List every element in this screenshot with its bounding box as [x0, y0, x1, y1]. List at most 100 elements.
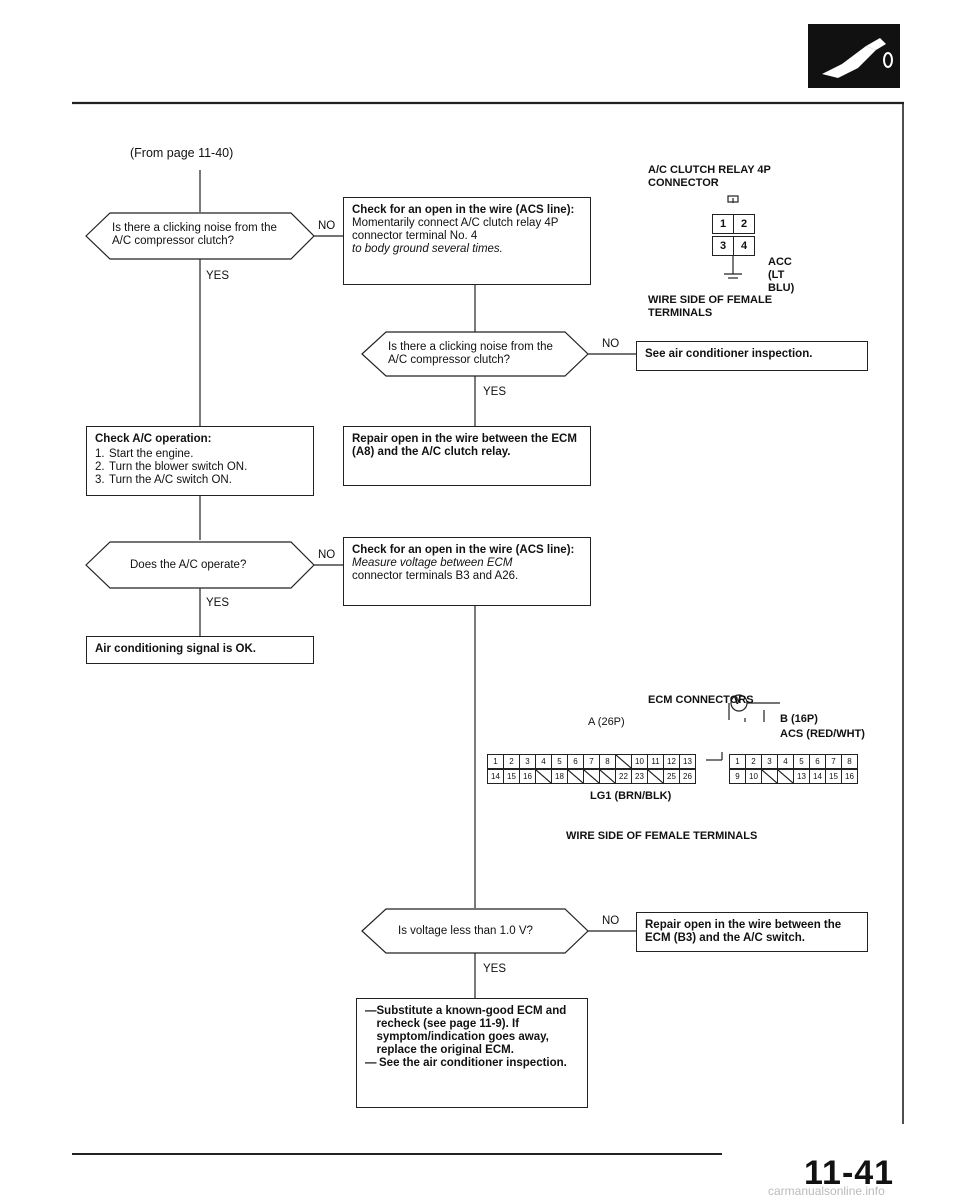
v-symbol: V [734, 696, 741, 707]
step-text: Air conditioning signal is OK. [95, 643, 257, 655]
yes-label-4: YES [483, 963, 507, 975]
step-heading: Check A/C operation: [95, 433, 212, 445]
no-label-3: NO [318, 549, 336, 561]
ecm-pin: 2 [503, 754, 520, 769]
step-item: —Substitute a known-good ECM and recheck… [365, 1005, 567, 1056]
no-label-1: NO [318, 220, 336, 232]
ecm-pin: 14 [809, 769, 826, 784]
ecm-pin: 12 [663, 754, 680, 769]
relay-wire-side-label: WIRE SIDE OF FEMALE TERMINALS [648, 294, 773, 319]
ecm-pin [567, 769, 584, 784]
step-see-ac-inspection: See air conditioner inspection. [636, 341, 868, 371]
ecm-pin: 26 [679, 769, 696, 784]
ecm-pin: 25 [663, 769, 680, 784]
ecm-pin [761, 769, 778, 784]
step-check-open-wire-ecm: Check for an open in the wire (ACS line)… [343, 537, 591, 606]
ecm-pin: 6 [809, 754, 826, 769]
ecm-pin: 7 [583, 754, 600, 769]
ecm-pin [535, 769, 552, 784]
ecm-pin: 15 [503, 769, 520, 784]
step-text: See air conditioner inspection. [645, 348, 813, 360]
no-label-2: NO [602, 338, 620, 350]
step-substitute-ecm: —Substitute a known-good ECM and recheck… [356, 998, 588, 1108]
ecm-pin: 8 [841, 754, 858, 769]
step-signal-ok: Air conditioning signal is OK. [86, 636, 314, 664]
ecm-pin: 7 [825, 754, 842, 769]
step-body-italic: to body ground several times. [352, 243, 503, 255]
relay-pin: 2 [733, 214, 755, 234]
ecm-pin [583, 769, 600, 784]
relay-connector-title: A/C CLUTCH RELAY 4P CONNECTOR [648, 164, 771, 189]
ecm-pin: 16 [519, 769, 536, 784]
ecm-pin: 9 [729, 769, 746, 784]
ecm-pin: 5 [551, 754, 568, 769]
ecm-pin: 13 [793, 769, 810, 784]
ecm-pin: 16 [841, 769, 858, 784]
section-logo [808, 24, 900, 88]
yes-label-2: YES [483, 386, 507, 398]
ecm-pin: 13 [679, 754, 696, 769]
ecm-pin: 4 [777, 754, 794, 769]
decision-shape-1 [85, 212, 315, 260]
ecm-pin: 1 [487, 754, 504, 769]
relay-pin: 4 [733, 236, 755, 256]
step-text: Repair open in the wire between the ECM … [645, 919, 842, 944]
decision-shape-4 [361, 908, 589, 954]
ecm-pin: 10 [631, 754, 648, 769]
step-body: Momentarily connect A/C clutch relay 4P … [352, 217, 559, 242]
ecm-pin: 2 [745, 754, 762, 769]
ecm-acs-label: ACS (RED/WHT) [780, 728, 865, 740]
step-heading: Check for an open in the wire (ACS line)… [352, 544, 575, 556]
ecm-pin: 4 [535, 754, 552, 769]
from-page-label: (From page 11-40) [130, 146, 234, 160]
ecm-pin [777, 769, 794, 784]
ecm-wire-side-label: WIRE SIDE OF FEMALE TERMINALS [566, 830, 758, 842]
ecm-pin: 6 [567, 754, 584, 769]
step-item: 3.Turn the A/C switch ON. [95, 474, 232, 486]
step-text: Repair open in the wire between the ECM … [352, 433, 577, 458]
step-repair-open-b3: Repair open in the wire between the ECM … [636, 912, 868, 952]
step-item: 1.Start the engine. [95, 448, 194, 460]
ecm-pin: 23 [631, 769, 648, 784]
question-clicking-noise-1: Is there a clicking noise from the A/C c… [112, 222, 277, 247]
ecm-pin: 18 [551, 769, 568, 784]
relay-wire-label: ACC (LT BLU) [768, 256, 795, 294]
ecm-pin: 11 [647, 754, 664, 769]
relay-pin: 3 [712, 236, 734, 256]
step-list: —Substitute a known-good ECM and recheck… [365, 1005, 579, 1070]
ecm-pin: 5 [793, 754, 810, 769]
ecm-pin: 15 [825, 769, 842, 784]
ecm-pin: 8 [599, 754, 616, 769]
watermark: carmanualsonline.info [768, 1184, 885, 1198]
step-item: —See the air conditioner inspection. [365, 1057, 567, 1069]
fuel-nozzle-icon [822, 38, 893, 78]
ecm-pin: 3 [761, 754, 778, 769]
ecm-pin: 1 [729, 754, 746, 769]
ecm-pin: 22 [615, 769, 632, 784]
decision-shape-3 [85, 541, 315, 589]
step-check-open-wire-relay: Check for an open in the wire (ACS line)… [343, 197, 591, 285]
relay-connector: 1 2 3 4 [712, 214, 755, 256]
ecm-pin [615, 754, 632, 769]
yes-label-1: YES [206, 270, 230, 282]
ecm-pin [647, 769, 664, 784]
question-clicking-noise-2: Is there a clicking noise from the A/C c… [388, 341, 553, 366]
step-check-ac-operation: Check A/C operation: 1.Start the engine.… [86, 426, 314, 496]
step-body-italic: Measure voltage between ECM [352, 557, 513, 569]
ecm-pin [599, 769, 616, 784]
step-list: 1.Start the engine. 2.Turn the blower sw… [95, 448, 305, 487]
step-repair-open-a8: Repair open in the wire between the ECM … [343, 426, 591, 486]
ecm-a-label: A (26P) [588, 716, 625, 728]
step-body: connector terminals B3 and A26. [352, 570, 519, 582]
question-ac-operate: Does the A/C operate? [130, 559, 247, 571]
step-heading: Check for an open in the wire (ACS line)… [352, 204, 575, 216]
ecm-lg1-label: LG1 (BRN/BLK) [590, 790, 672, 802]
yes-label-3: YES [206, 597, 230, 609]
